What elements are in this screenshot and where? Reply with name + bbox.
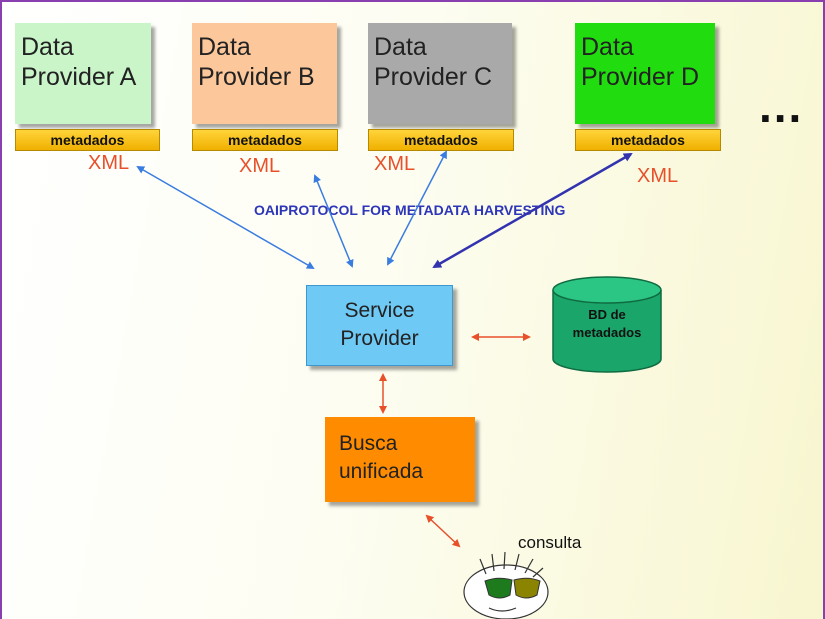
provider-d-line1: Data xyxy=(581,33,634,61)
data-provider-b: Data Provider B xyxy=(192,23,337,124)
service-provider-box: Service Provider xyxy=(306,285,453,366)
provider-c-metadados: metadados xyxy=(368,129,514,151)
busca-unificada-box: Busca unificada xyxy=(325,417,475,502)
provider-b-line2: Provider B xyxy=(198,63,315,91)
database-label: BD de metadados xyxy=(558,306,656,342)
provider-c-line2: Provider C xyxy=(374,63,493,91)
database-cylinder-icon xyxy=(552,276,662,373)
data-provider-d: Data Provider D xyxy=(575,23,715,124)
consulta-label: consulta xyxy=(518,533,582,552)
provider-c-line1: Data xyxy=(374,33,427,61)
provider-d-line2: Provider D xyxy=(581,63,700,91)
database-label-line1: BD de xyxy=(588,307,626,322)
provider-d-xml: XML xyxy=(637,165,679,187)
arrow-busca-user xyxy=(425,514,461,548)
provider-a-line2: Provider A xyxy=(21,63,137,91)
service-provider-line2: Provider xyxy=(340,327,419,350)
more-providers-ellipsis: ... xyxy=(759,80,804,132)
user-face-with-glasses-icon xyxy=(463,551,549,619)
busca-line2: unificada xyxy=(339,460,424,483)
data-provider-a: Data Provider A xyxy=(15,23,151,124)
arrow-provider-c xyxy=(387,150,447,266)
provider-d-metadados: metadados xyxy=(575,129,721,151)
service-provider-line1: Service xyxy=(344,299,415,322)
provider-a-line1: Data xyxy=(21,33,74,61)
database-label-line2: metadados xyxy=(572,325,642,340)
arrow-provider-b xyxy=(313,174,354,268)
provider-a-xml: XML xyxy=(88,152,130,174)
busca-line1: Busca xyxy=(339,432,398,455)
provider-b-line1: Data xyxy=(198,33,251,61)
data-provider-c: Data Provider C xyxy=(368,23,512,124)
arrow-provider-d xyxy=(432,152,633,269)
arrow-provider-a xyxy=(136,166,315,269)
provider-a-metadados: metadados xyxy=(15,129,160,151)
provider-b-metadados: metadados xyxy=(192,129,338,151)
